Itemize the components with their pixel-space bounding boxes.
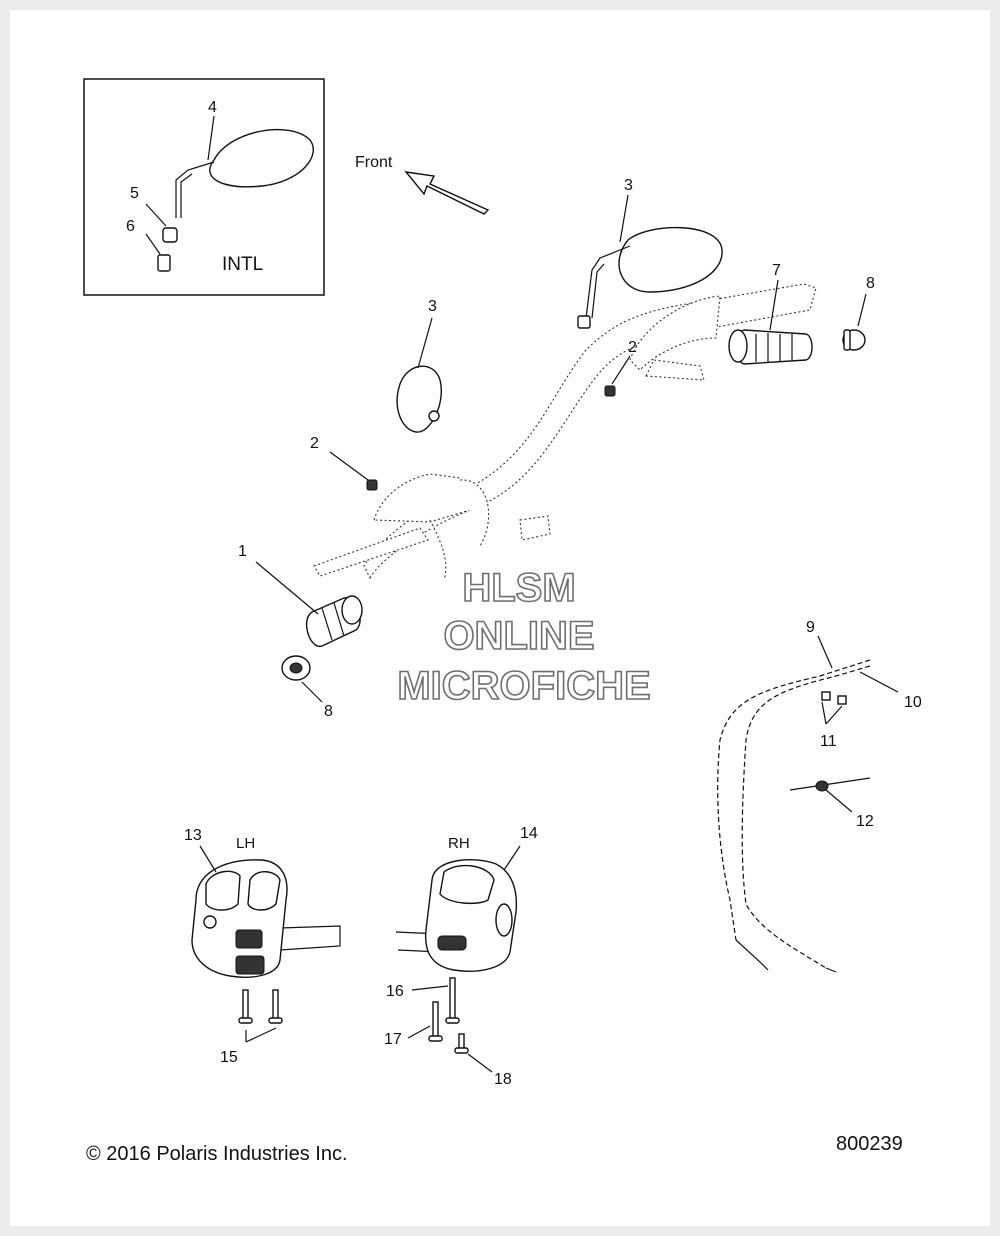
right-bar-end	[842, 329, 866, 351]
callout-13: 13	[184, 827, 202, 844]
intl-mirror	[157, 128, 314, 272]
front-label: Front	[355, 154, 393, 171]
callout-14: 14	[520, 825, 538, 842]
callout-3-right: 3	[624, 177, 633, 194]
copyright-text: © 2016 Polaris Industries Inc.	[86, 1143, 348, 1165]
throttle-cables	[717, 659, 871, 973]
handlebar	[313, 283, 817, 581]
left-bar-end	[281, 655, 311, 681]
callout-4: 4	[208, 99, 217, 116]
callout-15: 15	[220, 1049, 238, 1066]
watermark-line1: HLSM	[462, 566, 575, 610]
callout-6: 6	[126, 218, 135, 235]
callout-7: 7	[772, 262, 781, 279]
intl-inset-box	[83, 78, 325, 296]
lh-switch-housing	[191, 859, 341, 978]
callout-12: 12	[856, 813, 874, 830]
rh-label: RH	[448, 835, 470, 852]
callout-1: 1	[238, 543, 247, 560]
callout-2-right: 2	[628, 339, 637, 356]
callout-5: 5	[130, 185, 139, 202]
callout-3-left: 3	[428, 298, 437, 315]
leader-lines	[145, 115, 899, 1073]
right-grip	[728, 329, 813, 365]
left-mirror	[396, 365, 442, 433]
diagram-number: 800239	[836, 1133, 903, 1155]
callout-numbers: 4 5 6 3 3 2 2 7 8 1 8 9 10 11 12 13 14 1…	[126, 99, 922, 1088]
callout-17: 17	[384, 1031, 402, 1048]
callout-2-left: 2	[310, 435, 319, 452]
screw-right	[604, 385, 616, 397]
switch-screws	[238, 977, 469, 1054]
callout-11: 11	[820, 733, 837, 750]
rh-switch-housing	[395, 859, 518, 972]
screw-left	[366, 479, 378, 491]
watermark-line2: ONLINE	[443, 614, 594, 658]
callout-18: 18	[494, 1071, 512, 1088]
lh-label: LH	[236, 835, 255, 852]
callout-8-left: 8	[324, 703, 333, 720]
front-arrow	[404, 171, 490, 215]
callout-10: 10	[904, 694, 922, 711]
callout-8-right: 8	[866, 275, 875, 292]
watermark-line3: MICROFICHE	[397, 664, 650, 708]
callout-9: 9	[806, 619, 815, 636]
callout-16: 16	[386, 983, 404, 1000]
left-grip	[306, 595, 363, 647]
watermark: HLSM ONLINE MICROFICHE	[397, 565, 652, 709]
right-mirror	[577, 226, 723, 329]
diagram-sheet	[10, 10, 990, 1226]
intl-label: INTL	[222, 254, 263, 275]
